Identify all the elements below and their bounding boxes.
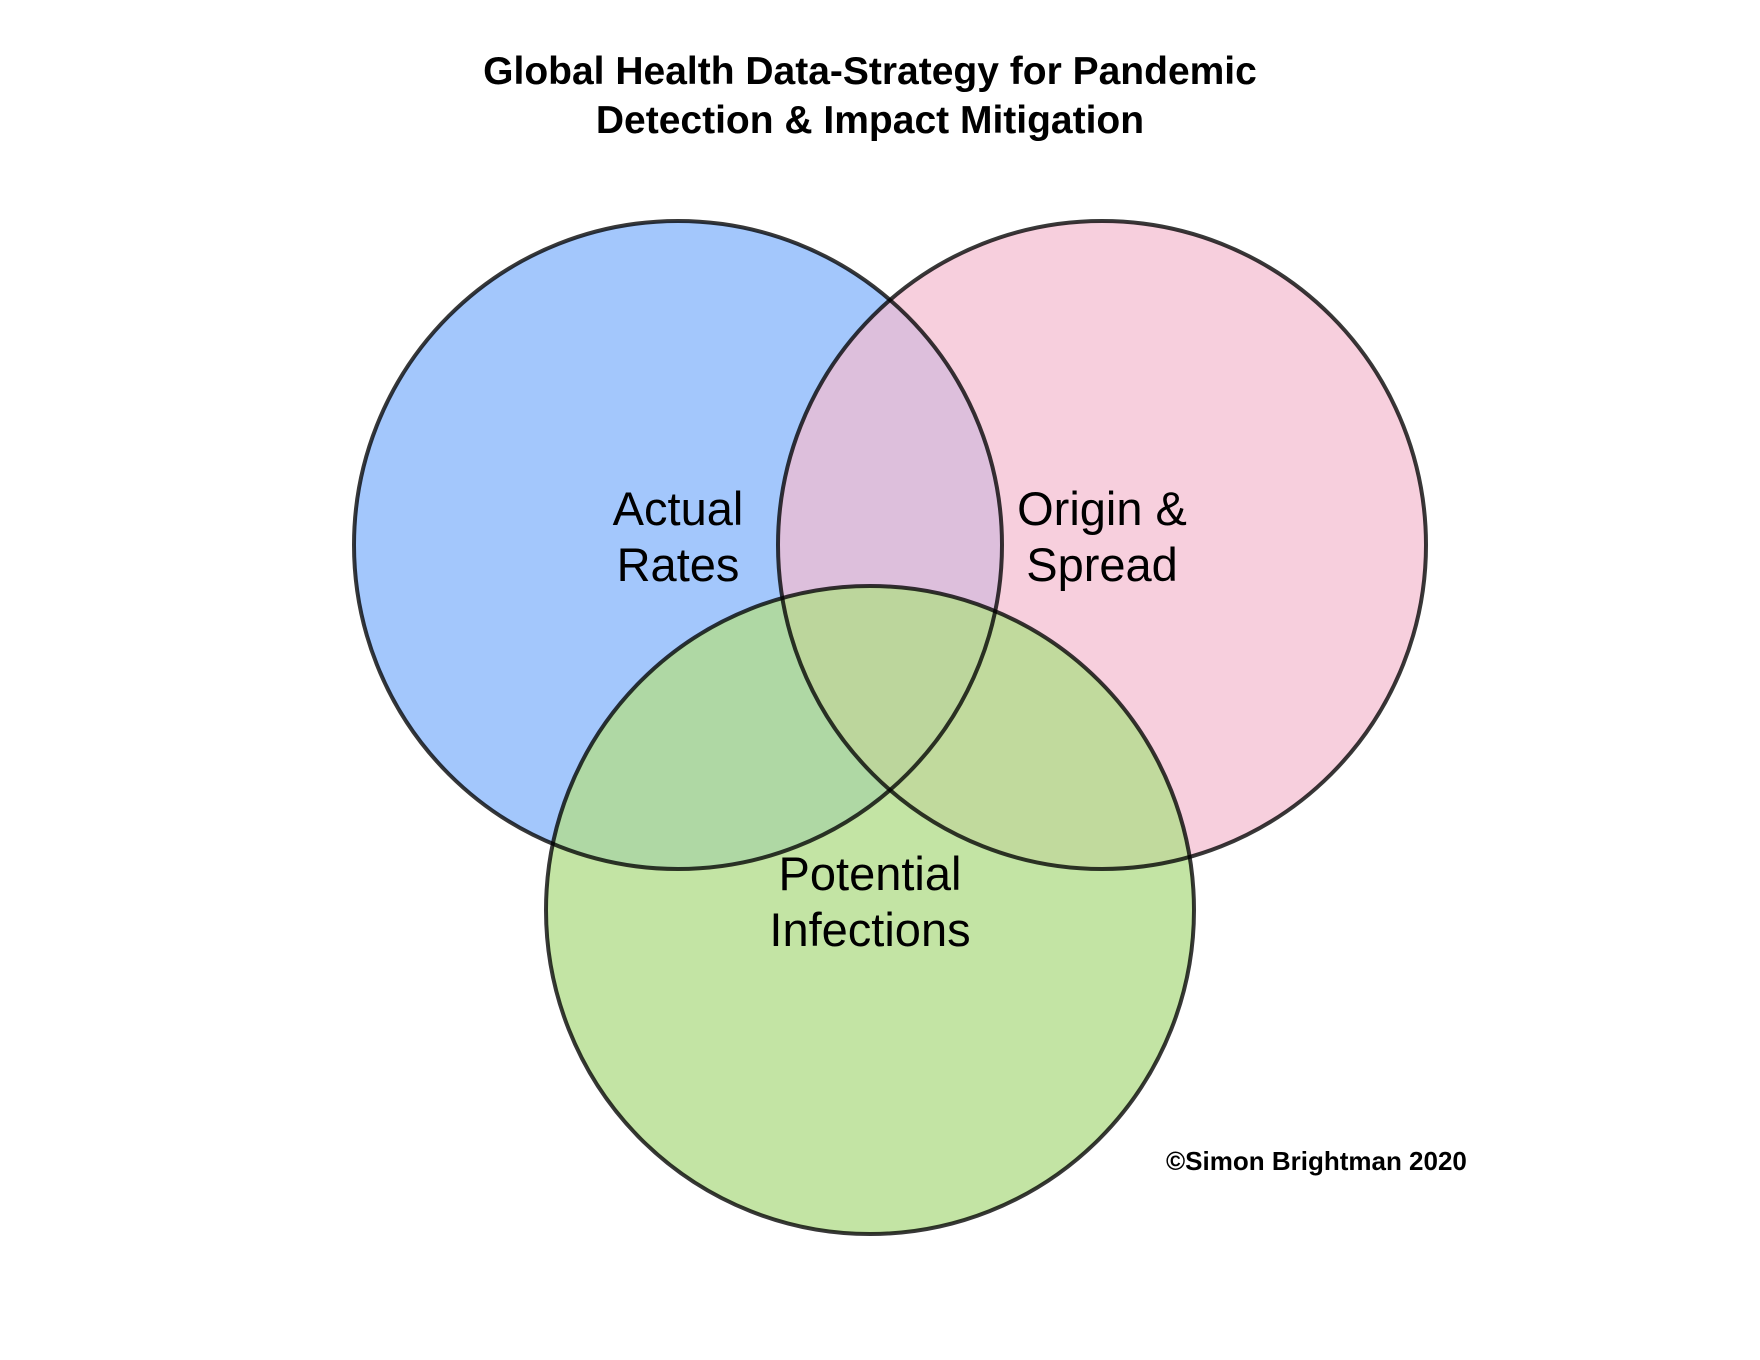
circle-outlines — [352, 219, 1428, 1236]
origin-spread-label-line-1: Origin & — [1017, 482, 1187, 535]
potential-infections-outline — [544, 584, 1196, 1236]
origin-spread-label-line-2: Spread — [1026, 538, 1178, 591]
actual-rates-label-line-2: Rates — [617, 538, 740, 591]
potential-infections-label-line-1: Potential — [779, 847, 962, 900]
actual-rates-label-line-1: Actual — [613, 482, 744, 535]
diagram-title-line-2: Detection & Impact Mitigation — [596, 99, 1144, 142]
circle-fills — [354, 221, 1426, 1234]
diagram-title-line-1: Global Health Data-Strategy for Pandemic — [483, 50, 1257, 93]
copyright-notice: ©Simon Brightman 2020 — [1166, 1146, 1467, 1176]
potential-infections-circle — [546, 586, 1194, 1234]
actual-rates-outline — [352, 219, 1004, 871]
origin-spread-outline — [776, 219, 1428, 871]
potential-infections-label-line-2: Infections — [769, 903, 970, 956]
